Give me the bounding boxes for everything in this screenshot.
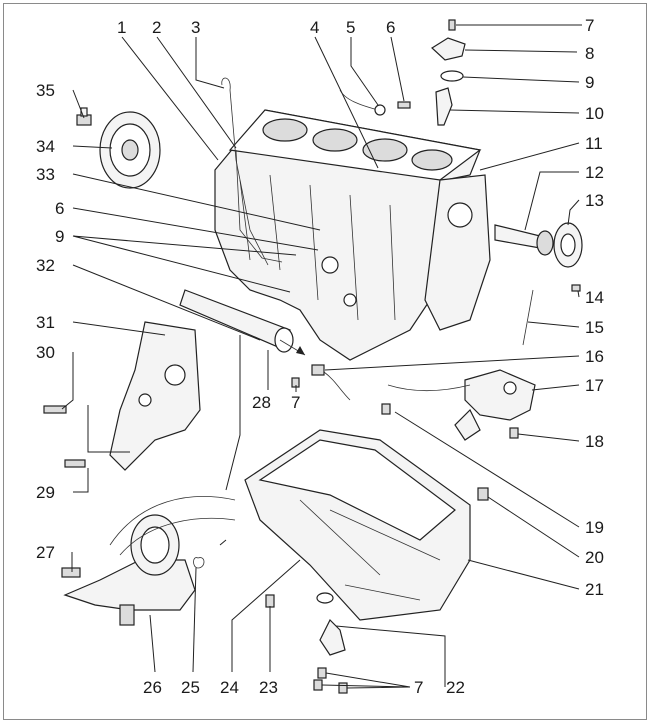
sump-seal	[316, 592, 334, 604]
callout-8: 8	[585, 44, 594, 63]
callout-17: 17	[585, 376, 604, 395]
callout-22: 22	[446, 678, 465, 697]
drain-plug	[477, 487, 489, 501]
callout-7-mid: 7	[291, 393, 300, 412]
drive-gear	[435, 87, 453, 126]
callout-25: 25	[181, 678, 200, 697]
bracket-bolt-short	[64, 459, 86, 468]
callout-35: 35	[36, 81, 55, 100]
callout-29: 29	[36, 483, 55, 502]
oil-hose-lower	[119, 518, 236, 556]
callout-15: 15	[585, 318, 604, 337]
callout-31: 31	[36, 313, 55, 332]
callout-6-left: 6	[55, 199, 64, 218]
callout-10: 10	[585, 104, 604, 123]
filter-bolt	[61, 567, 81, 578]
callout-34: 34	[36, 137, 55, 156]
pipe-bolt	[397, 101, 411, 109]
oil-sump	[244, 429, 471, 621]
crankshaft-pulley	[99, 111, 161, 189]
intermediate-shaft	[494, 224, 554, 256]
sump-bolt	[265, 594, 275, 608]
callout-labels: 1 2 3 4 5 6 7 8 9 10 11 12 13 14 15 16 1…	[36, 16, 604, 697]
oil-level-sensor	[319, 618, 346, 656]
cover-plate	[431, 37, 466, 61]
dipstick	[221, 77, 269, 266]
callout-16: 16	[585, 347, 604, 366]
callout-7-bottom: 7	[414, 678, 423, 697]
balance-tube	[179, 289, 294, 353]
cylinder-block	[214, 109, 482, 361]
pipe-fitting	[374, 104, 386, 116]
o-ring	[440, 70, 464, 82]
callout-18: 18	[585, 432, 604, 451]
diagram-frame	[3, 3, 647, 720]
callout-1: 1	[117, 18, 126, 37]
callout-9: 9	[585, 73, 594, 92]
callout-14: 14	[585, 288, 604, 307]
oil-pressure-sensor	[311, 364, 351, 401]
shaft-flange	[553, 222, 583, 268]
callout-19: 19	[585, 518, 604, 537]
callout-23: 23	[259, 678, 278, 697]
callout-12: 12	[585, 163, 604, 182]
leader-lines	[61, 24, 582, 689]
callout-13: 13	[585, 191, 604, 210]
callout-33: 33	[36, 165, 55, 184]
sensor-screw-b	[313, 679, 323, 691]
seal-ring	[193, 557, 205, 569]
oil-hose-upper	[109, 496, 236, 546]
strainer-bolt	[381, 403, 391, 415]
callout-2: 2	[152, 18, 161, 37]
flange-bolt	[571, 284, 581, 292]
arrow-head	[296, 346, 305, 355]
callout-30: 30	[36, 343, 55, 362]
callout-27: 27	[36, 543, 55, 562]
callout-26: 26	[143, 678, 162, 697]
oil-pump	[454, 369, 536, 441]
callout-5: 5	[346, 18, 355, 37]
pump-bolt	[509, 427, 519, 439]
pump-pickup-tube	[522, 289, 534, 346]
pulley-bolt	[76, 107, 92, 126]
callout-7: 7	[585, 16, 594, 35]
callout-28: 28	[252, 393, 271, 412]
callout-4: 4	[310, 18, 319, 37]
callout-3: 3	[191, 18, 200, 37]
callout-11: 11	[585, 134, 603, 153]
engine-bracket	[109, 321, 201, 471]
callout-32: 32	[36, 256, 55, 275]
callout-24: 24	[220, 678, 239, 697]
callout-21: 21	[585, 580, 604, 599]
oil-filter-housing	[63, 514, 196, 626]
sensor-screw-a	[317, 667, 327, 679]
rear-seal-housing	[424, 174, 491, 331]
screw-7-top	[448, 19, 456, 31]
oil-strainer-pipe	[387, 384, 471, 392]
callout-6: 6	[386, 18, 395, 37]
dipstick-tube	[235, 149, 283, 263]
sensor-screw-c	[338, 682, 348, 694]
callout-20: 20	[585, 548, 604, 567]
bracket-bolt-long	[43, 405, 67, 414]
callout-9-left: 9	[55, 227, 64, 246]
